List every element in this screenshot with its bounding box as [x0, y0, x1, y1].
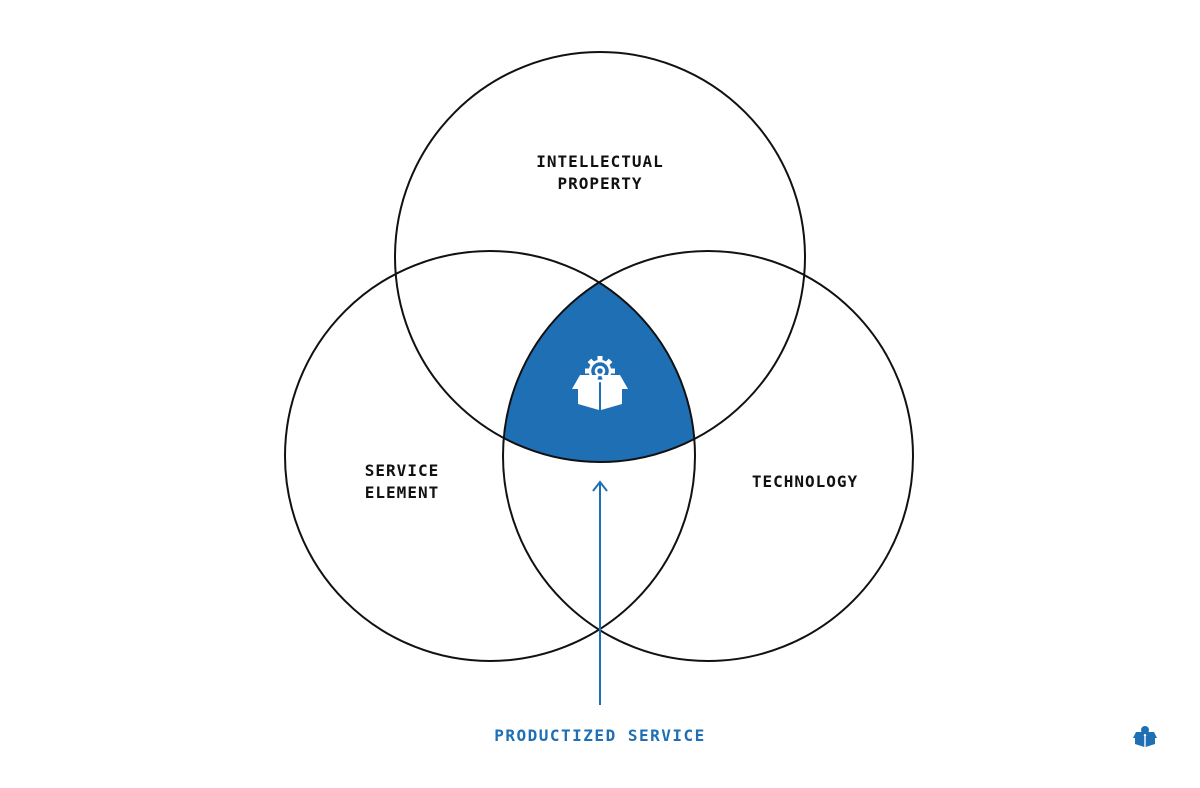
label-productized-service: PRODUCTIZED SERVICE — [494, 726, 706, 745]
label-service-element-line2: ELEMENT — [365, 483, 439, 502]
circle-technology — [502, 250, 914, 662]
callout-arrow — [592, 480, 608, 705]
intersection-region — [503, 251, 695, 462]
box-with-gear-icon — [572, 356, 628, 410]
label-technology: TECHNOLOGY — [752, 472, 858, 491]
label-service-element-line1: SERVICE — [365, 461, 439, 480]
circle-service-element — [284, 250, 696, 662]
label-intellectual-property-line1: INTELLECTUAL — [536, 152, 664, 171]
label-intellectual-property-line2: PROPERTY — [557, 174, 642, 193]
box-with-gear-icon — [1133, 726, 1157, 747]
circle-intellectual-property — [394, 51, 806, 463]
